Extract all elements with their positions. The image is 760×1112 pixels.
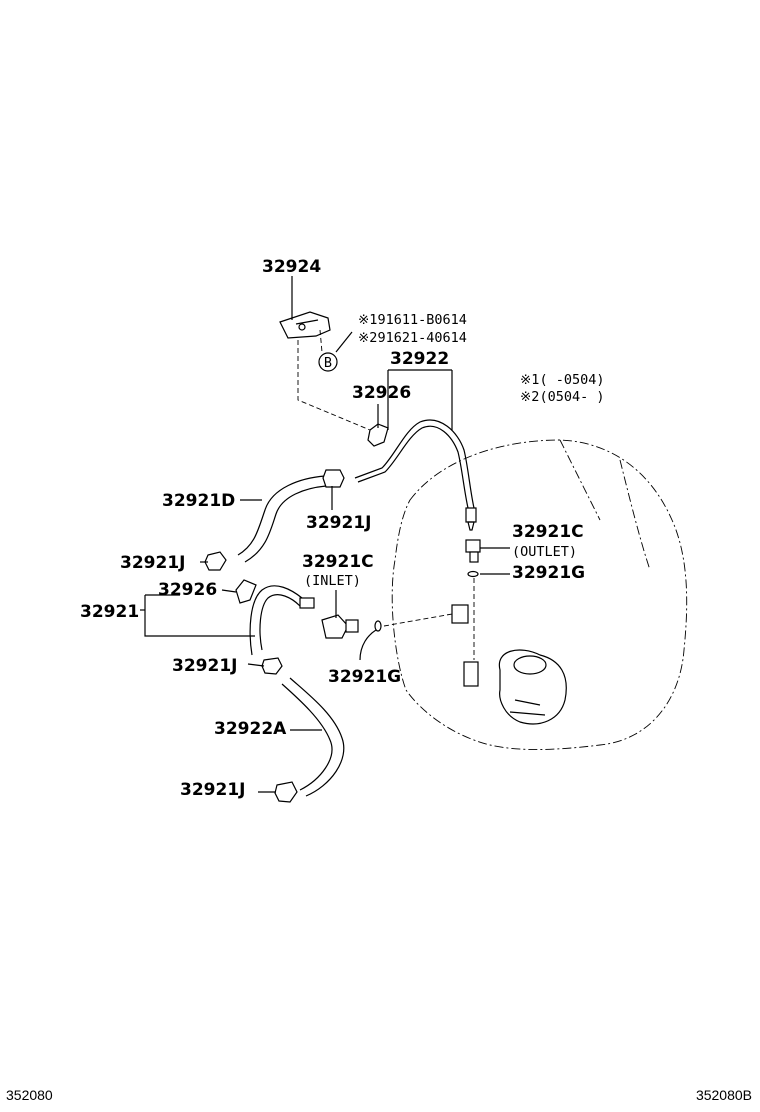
- label-32926-mid: 32926: [158, 580, 217, 600]
- hose-32922A: [281, 677, 345, 797]
- hose-32921D: [237, 475, 327, 563]
- date-note-1: ※1( -0504): [520, 372, 604, 388]
- starter-motor: [498, 649, 567, 725]
- port-fittings: [451, 604, 479, 687]
- hose-clamp-left: [204, 551, 227, 571]
- label-inlet: (INLET): [304, 573, 361, 589]
- label-outlet: (OUTLET): [512, 544, 577, 560]
- label-32921D: 32921D: [162, 491, 235, 511]
- label-32921J-bottom: 32921J: [180, 780, 245, 800]
- label-32922: 32922: [390, 349, 449, 369]
- label-32921C-outlet: 32921C: [512, 522, 584, 542]
- date-note-2: ※2(0504- ): [520, 389, 604, 405]
- leader-lines: [140, 276, 510, 793]
- clamp-bracket-32924: [279, 311, 331, 339]
- outlet-fitting-32921C: [465, 539, 481, 578]
- label-32922A: 32922A: [214, 719, 287, 739]
- label-32921C-inlet: 32921C: [302, 552, 374, 572]
- label-32921J-mid: 32921J: [172, 656, 237, 676]
- hose-32921: [249, 585, 315, 656]
- circle-b-marker: B: [318, 352, 338, 372]
- hose-clamp-upper: [322, 469, 345, 488]
- label-32921J-upper: 32921J: [306, 513, 371, 533]
- label-32921G-right: 32921G: [512, 563, 585, 583]
- label-32921: 32921: [80, 602, 139, 622]
- inlet-fitting-32921C: [321, 614, 382, 639]
- label-32926-top: 32926: [352, 383, 411, 403]
- oil-pipe-32922: [354, 419, 477, 531]
- label-32921J-left: 32921J: [120, 553, 185, 573]
- label-32924: 32924: [262, 257, 321, 277]
- label-32921G-mid: 32921G: [328, 667, 401, 687]
- hose-clamp-mid: [261, 657, 283, 675]
- circle-b-label: B: [324, 355, 332, 371]
- ref-note-1: ※191611-B0614: [358, 312, 467, 328]
- ref-note-2: ※291621-40614: [358, 330, 467, 346]
- footer-right-code: 352080B: [696, 1087, 752, 1103]
- hose-clamp-bottom: [274, 781, 298, 803]
- sleeve-32926-mid: [235, 579, 257, 604]
- transmission-housing: [391, 439, 688, 750]
- footer-left-code: 352080: [6, 1087, 53, 1103]
